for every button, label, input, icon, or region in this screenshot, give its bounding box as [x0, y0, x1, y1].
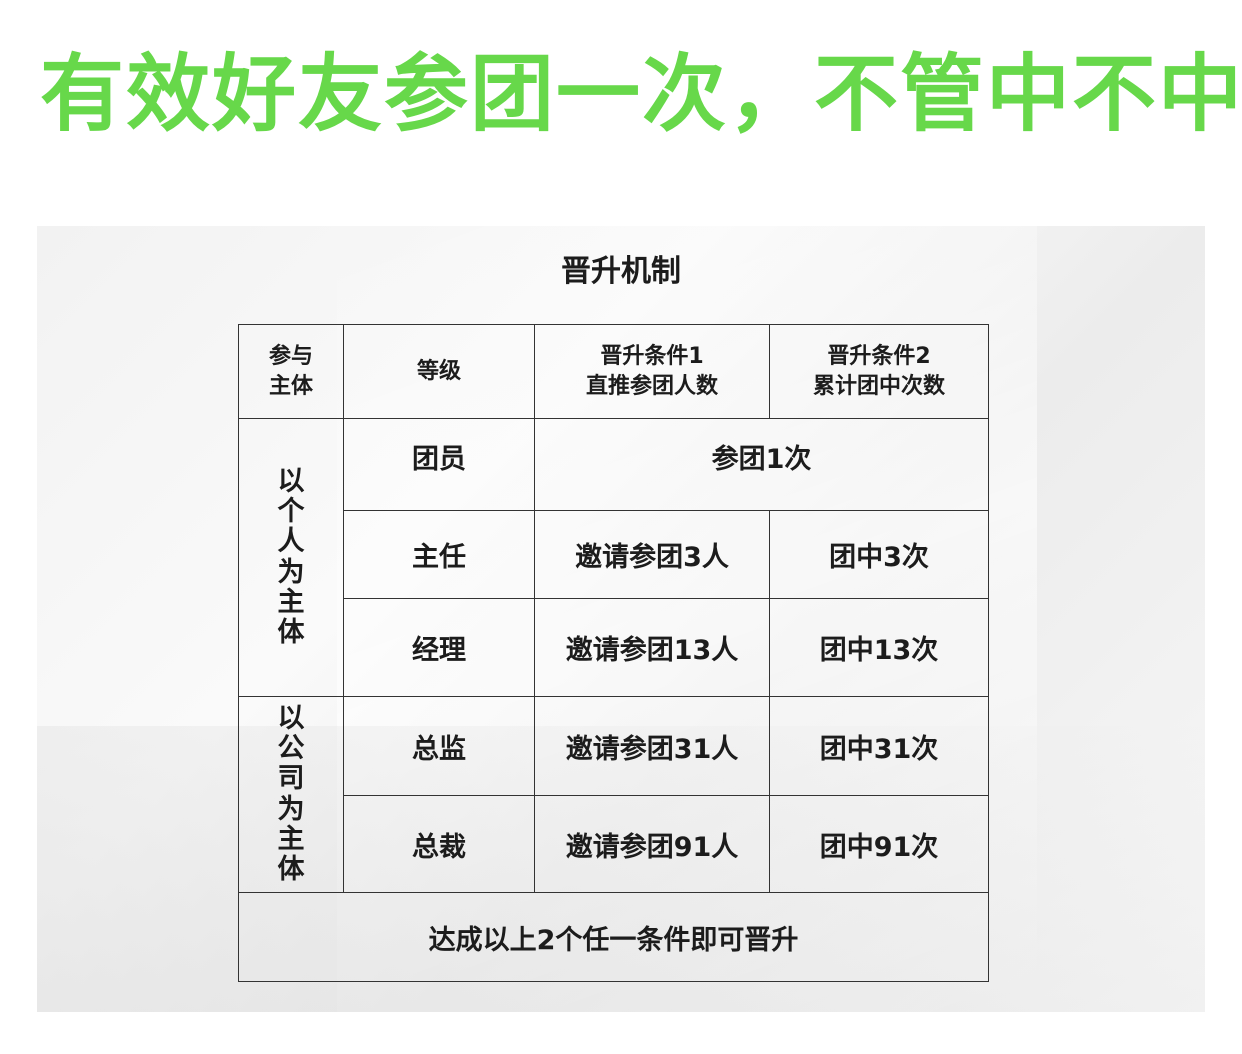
group-company: 以 公 司 为 主 体	[238, 696, 344, 893]
group-char: 司	[277, 763, 305, 795]
group-char: 体	[277, 616, 305, 648]
condition-2-cell: 团中31次	[769, 696, 989, 796]
group-individual: 以 个 人 为 主 体	[238, 418, 344, 697]
group-char: 主	[277, 823, 305, 855]
group-individual-label: 以 个 人 为 主 体	[277, 465, 305, 648]
table-row: 经理 邀请参团13人 团中13次	[239, 598, 989, 697]
group-char: 个	[277, 496, 305, 528]
group-char: 公	[277, 733, 305, 765]
condition-2-cell: 团中13次	[769, 598, 989, 697]
group-char: 人	[277, 526, 305, 558]
group-char: 为	[277, 556, 305, 588]
condition-1-cell: 邀请参团13人	[534, 598, 770, 697]
header-condition-1-line1: 晋升条件1	[600, 343, 704, 369]
table-row: 以 个 人 为 主 体 团员 参团1次	[238, 418, 989, 697]
table-row: 总裁 邀请参团91人 团中91次	[239, 795, 989, 893]
header-condition-1-line2: 直推参团人数	[585, 373, 718, 399]
header-subject: 参与 主体	[238, 324, 344, 419]
condition-1-cell: 邀请参团3人	[534, 510, 770, 599]
level-cell: 主任	[343, 510, 535, 599]
header-subject-line1: 参与	[268, 343, 313, 369]
header-condition-2: 晋升条件2 累计团中次数	[769, 324, 989, 419]
footer-row: 达成以上2个任一条件即可晋升	[238, 892, 989, 982]
condition-1-cell: 邀请参团31人	[534, 696, 770, 796]
level-cell: 总监	[343, 696, 535, 796]
group-char: 为	[277, 793, 305, 825]
promotion-table: 参与 主体 等级 晋升条件1 直推参团人数 晋升条件2 累计团中次数 以 个 人…	[238, 324, 989, 982]
level-cell: 经理	[343, 598, 535, 697]
header-subject-line2: 主体	[268, 373, 313, 399]
header-condition-2-line2: 累计团中次数	[812, 373, 945, 399]
group-company-label: 以 公 司 为 主 体	[277, 702, 305, 885]
level-label: 团员	[412, 444, 466, 475]
table-title: 晋升机制	[561, 254, 681, 289]
condition-2-cell: 团中3次	[769, 510, 989, 599]
group-char: 以	[277, 702, 305, 734]
level-cell: 团员	[343, 418, 535, 511]
header-condition-1: 晋升条件1 直推参团人数	[534, 324, 770, 419]
table-row: 以 公 司 为 主 体 总监 邀请参团31人 团中31次	[238, 696, 989, 893]
group-char: 体	[277, 853, 305, 885]
condition-1-cell: 邀请参团91人	[534, 795, 770, 893]
table-row: 主任 邀请参团3人 团中3次	[239, 510, 989, 599]
headline: 有效好友参团一次，不管中不中	[40, 45, 1242, 143]
header-level: 等级	[343, 324, 535, 419]
header-condition-2-line1: 晋升条件2	[827, 343, 931, 369]
condition-2-cell: 团中91次	[769, 795, 989, 893]
merged-condition-label: 参团1次	[711, 444, 812, 475]
group-char: 主	[277, 586, 305, 618]
level-cell: 总裁	[343, 795, 535, 893]
group-char: 以	[277, 465, 305, 497]
footer-note: 达成以上2个任一条件即可晋升	[238, 892, 989, 982]
merged-condition-cell: 参团1次	[534, 418, 989, 511]
header-row: 参与 主体 等级 晋升条件1 直推参团人数 晋升条件2 累计团中次数	[238, 324, 989, 419]
